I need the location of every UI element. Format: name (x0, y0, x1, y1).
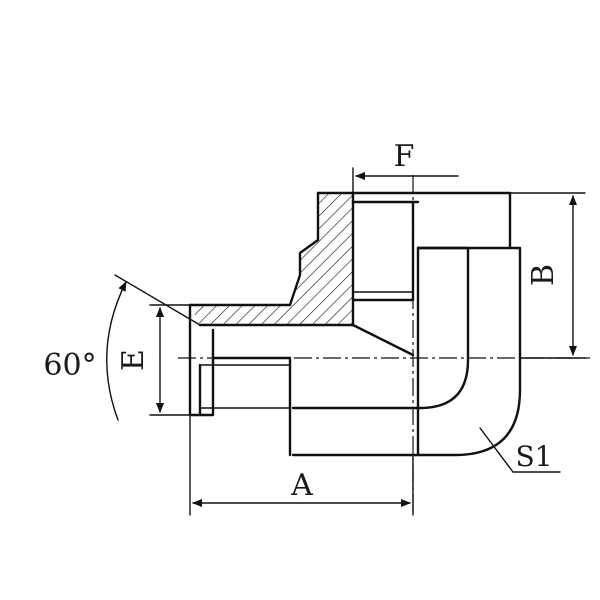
dimension-s1-label: S1 (516, 440, 553, 473)
dimension-s1: S1 (479, 427, 561, 473)
dimension-a-label: A (290, 468, 313, 503)
fitting-body (188, 191, 522, 457)
angle-label: 60° (43, 348, 96, 383)
angle-dimension: 60° (43, 281, 127, 421)
dimension-b-label: B (526, 264, 561, 286)
dimension-b: B (526, 195, 577, 356)
extension-lines (114, 167, 586, 516)
dimension-a: A (192, 468, 411, 507)
hatched-section (190, 193, 353, 325)
dimension-f-label: F (394, 139, 415, 174)
dimension-f: F (355, 139, 459, 180)
dimension-e: E (116, 307, 164, 413)
dimension-e-label: E (116, 349, 151, 371)
